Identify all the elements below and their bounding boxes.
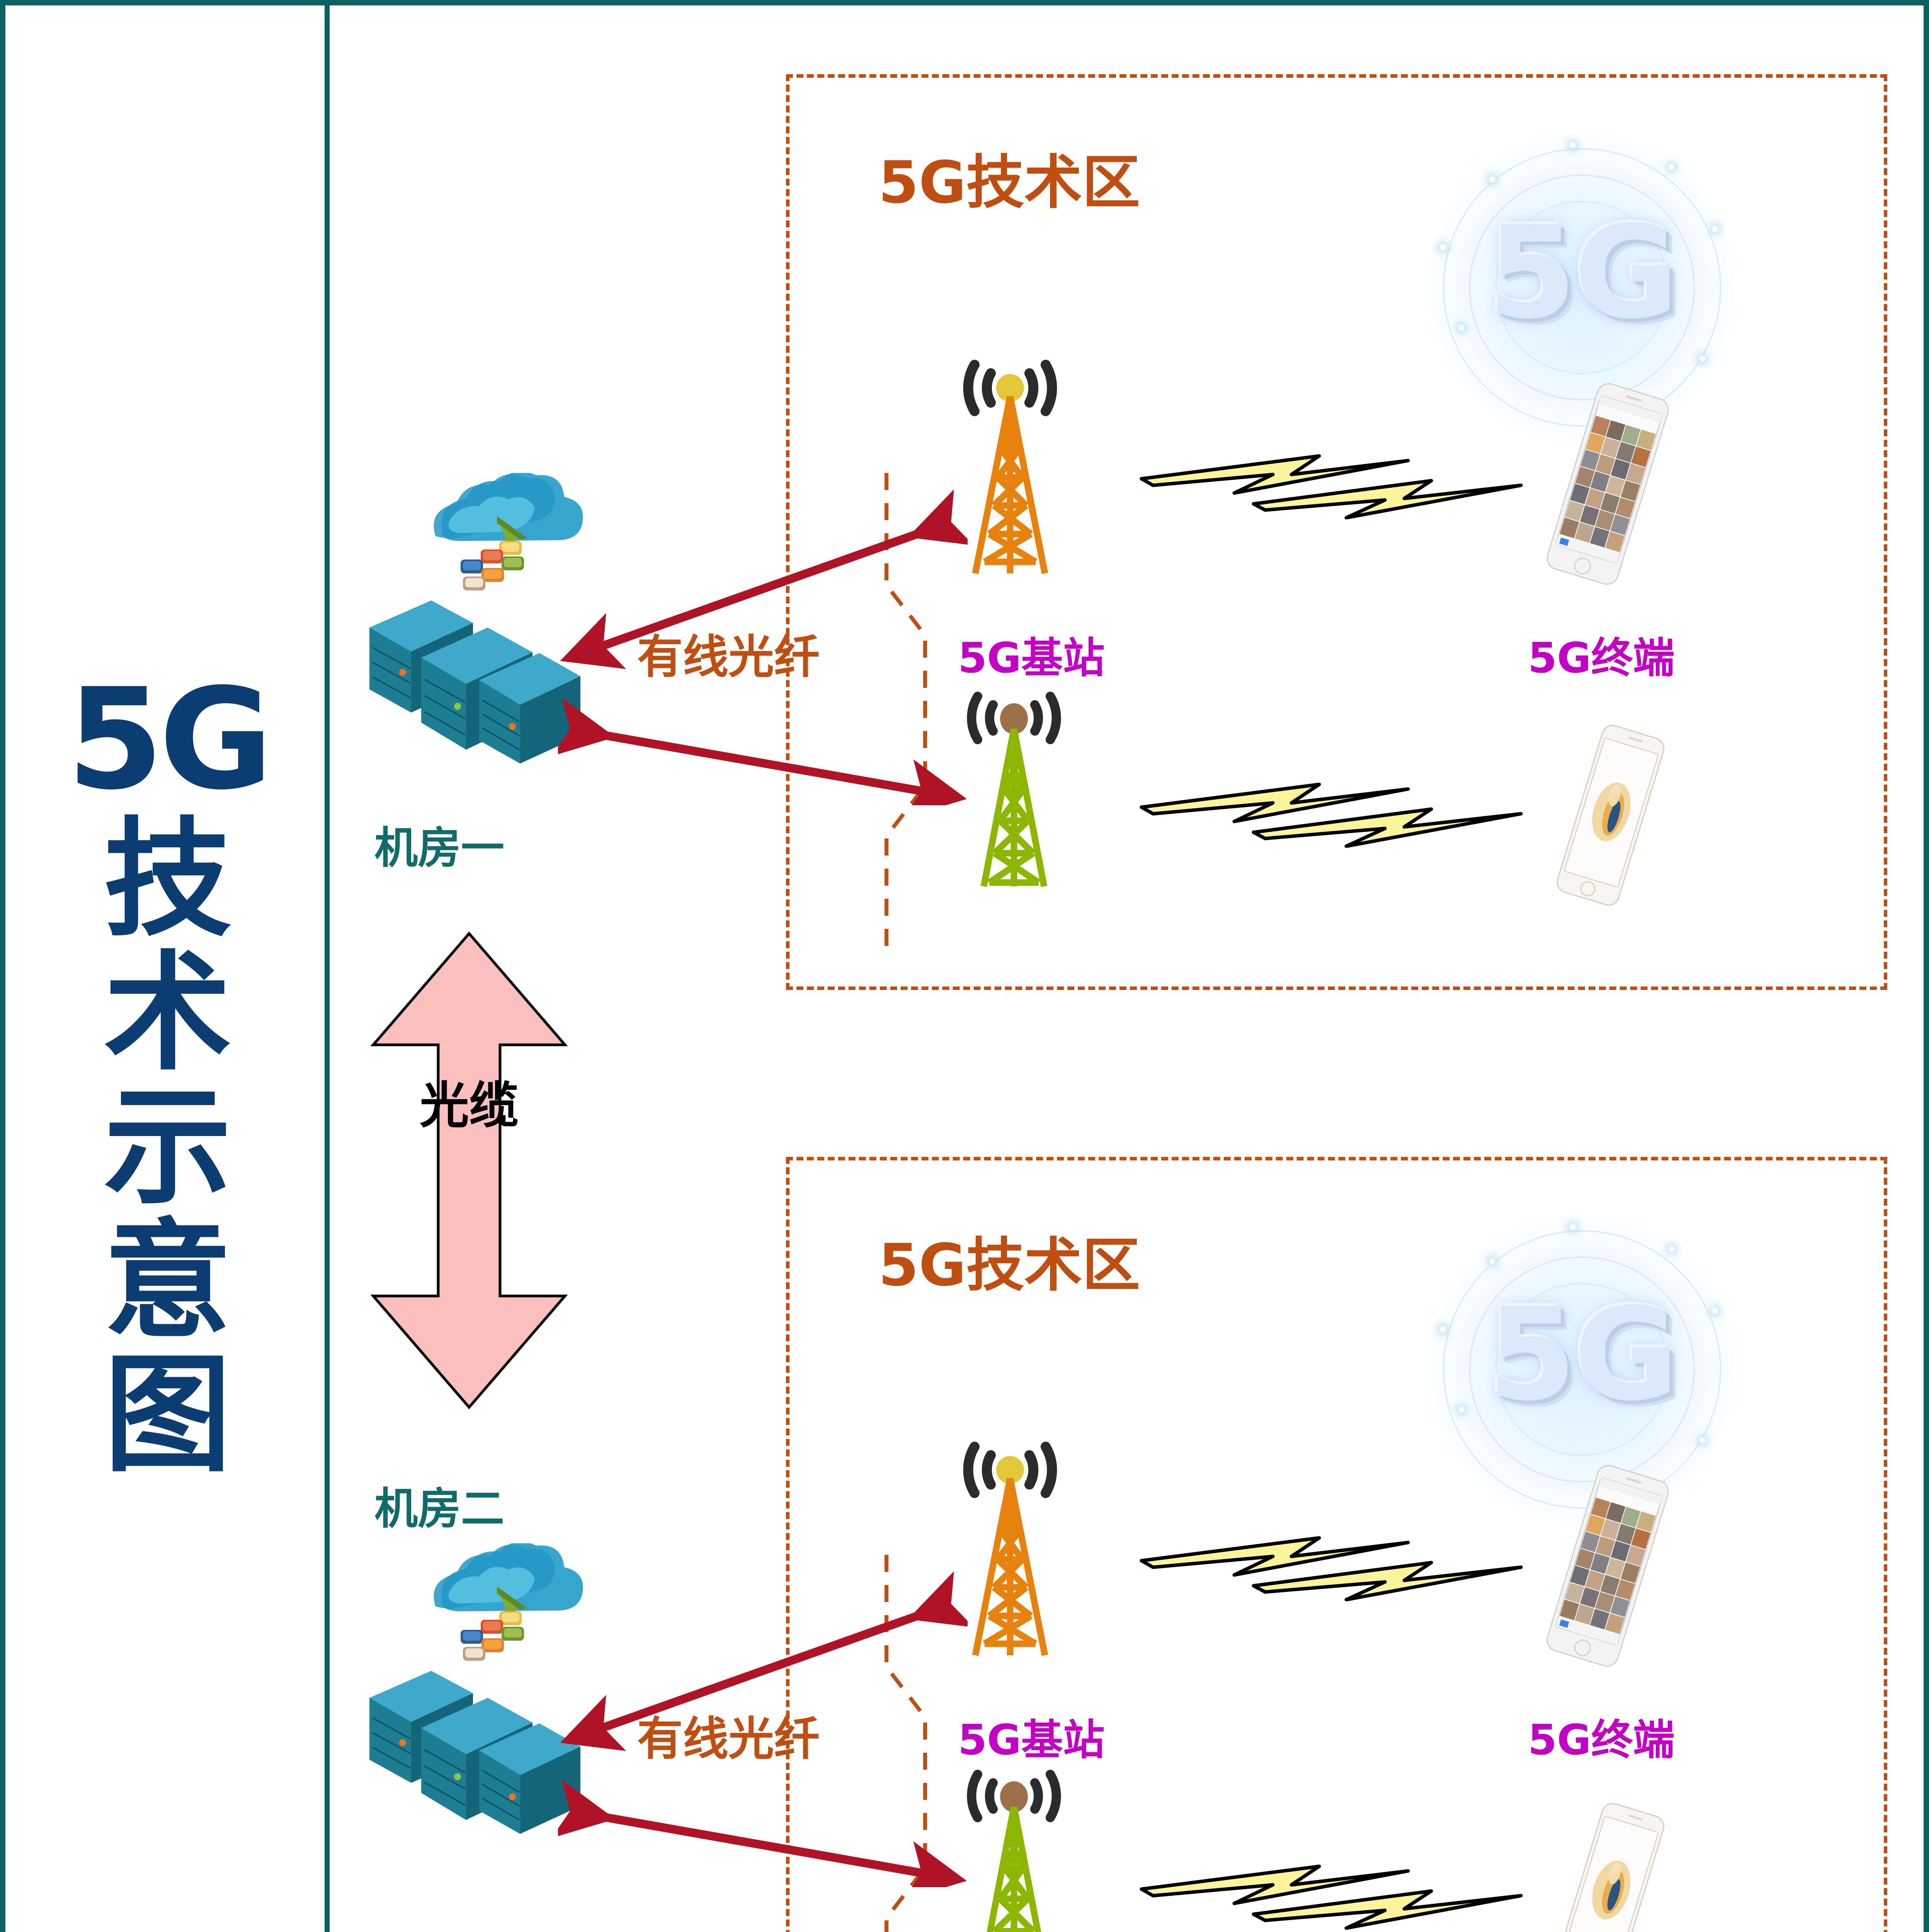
orange-tower-bottom [963,1442,1057,1656]
fiber-arrows-bottom [558,1571,968,1887]
title-char-yi: 意 [104,1207,231,1355]
base-station-label-top: 5G基站 [958,634,1105,682]
terminal-label-top: 5G终端 [1528,634,1675,682]
lightning-bolts-top-2 [1140,782,1523,848]
orange-tower-top [963,360,1057,574]
title-char-shu: 术 [104,939,231,1088]
zone-title-bottom: 5G技术区 [878,1232,1140,1299]
title-char-tu: 图 [104,1340,231,1489]
optical-cable-arrow [370,931,568,1410]
fiber-label-bottom: 有线光纤 [637,1712,820,1765]
fiber-label-top: 有线光纤 [637,630,820,684]
lightning-bolts-top-1 [1140,454,1523,519]
green-tower-top [967,692,1061,887]
terminal-label-bottom: 5G终端 [1528,1716,1675,1764]
title-column: 5G 技 术 示 意 图 [11,5,325,1932]
zone-box-bottom: 5G技术区 [786,1157,1887,1932]
vertical-title: 5G 技 术 示 意 图 [67,658,273,1489]
server-room-graphic-bottom [369,1543,583,1834]
smartphone-feather-bottom [1556,1803,1665,1932]
title-char-ji: 技 [104,805,231,954]
title-char-5g: 5G [67,658,273,820]
base-station-label-bottom: 5G基站 [958,1716,1105,1764]
room-label-one: 机房一 [374,823,504,873]
lightning-bolts-bottom-2 [1140,1864,1523,1930]
zone-title-top: 5G技术区 [878,149,1140,216]
vertical-divider [325,5,330,1932]
title-char-shi: 示 [104,1073,231,1221]
lightning-bolts-bottom-1 [1140,1536,1523,1601]
smartphone-photo-grid-bottom [1546,1465,1669,1667]
smartphone-feather-top [1556,725,1665,906]
server-room-graphic-top [369,473,583,764]
smartphone-photo-grid-top [1546,383,1669,585]
optical-cable-label: 光缆 [419,1077,519,1134]
room-label-two: 机房二 [374,1484,504,1534]
fiber-arrows-top [558,489,968,805]
green-tower-bottom [967,1770,1061,1932]
